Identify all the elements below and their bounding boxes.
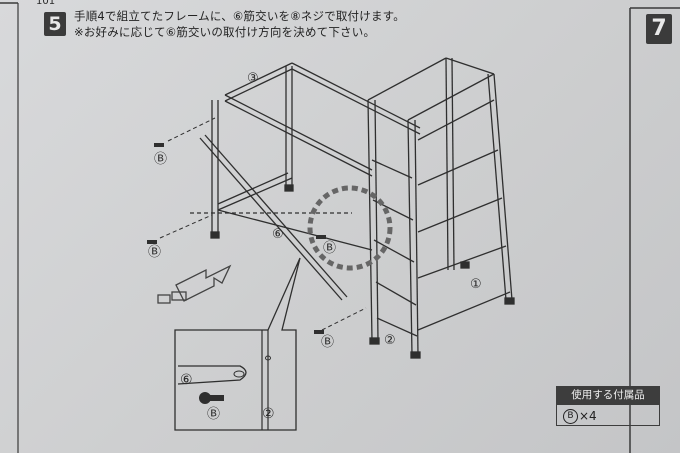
callout-screw-2: Ⓑ bbox=[148, 245, 161, 260]
parts-list: B×4 bbox=[556, 404, 660, 426]
callout-frame-front: ② bbox=[384, 333, 396, 348]
screw-b-icon: B bbox=[563, 409, 578, 424]
instruction-line-1: 手順4で組立てたフレームに、⑥筋交いを⑧ネジで取付けます。 bbox=[74, 9, 405, 23]
page-number: 101 bbox=[36, 0, 55, 7]
callout-screw-3: Ⓑ bbox=[323, 241, 336, 256]
detail-frame-label: ② bbox=[262, 406, 275, 422]
detail-brace-label: ⑥ bbox=[180, 372, 193, 388]
step-number-badge: 5 bbox=[44, 12, 66, 36]
screw-icon bbox=[314, 330, 324, 334]
highlight-circle bbox=[307, 185, 393, 271]
frame-structure bbox=[210, 57, 515, 359]
callout-frame-side: ① bbox=[470, 277, 482, 292]
direction-arrow-icon bbox=[157, 264, 232, 304]
callout-frame-top: ③ bbox=[247, 71, 259, 86]
instruction-line-2: ※お好みに応じて⑥筋交いの取付け方向を決めて下さい。 bbox=[74, 25, 376, 39]
detail-inset: ⑥ Ⓑ ② bbox=[174, 257, 301, 431]
screw-icon bbox=[147, 240, 157, 244]
brace bbox=[190, 134, 352, 301]
screw-icon bbox=[154, 143, 164, 147]
callout-screw-1: Ⓑ bbox=[154, 152, 167, 167]
parts-count: ×4 bbox=[579, 409, 597, 423]
detail-screw-label: Ⓑ bbox=[207, 407, 220, 422]
next-step-badge: 7 bbox=[646, 14, 672, 44]
callout-screw-4: Ⓑ bbox=[321, 335, 334, 350]
callout-brace: ⑥ bbox=[272, 227, 284, 242]
screw-icon bbox=[316, 235, 326, 239]
parts-heading: 使用する付属品 bbox=[556, 386, 660, 404]
